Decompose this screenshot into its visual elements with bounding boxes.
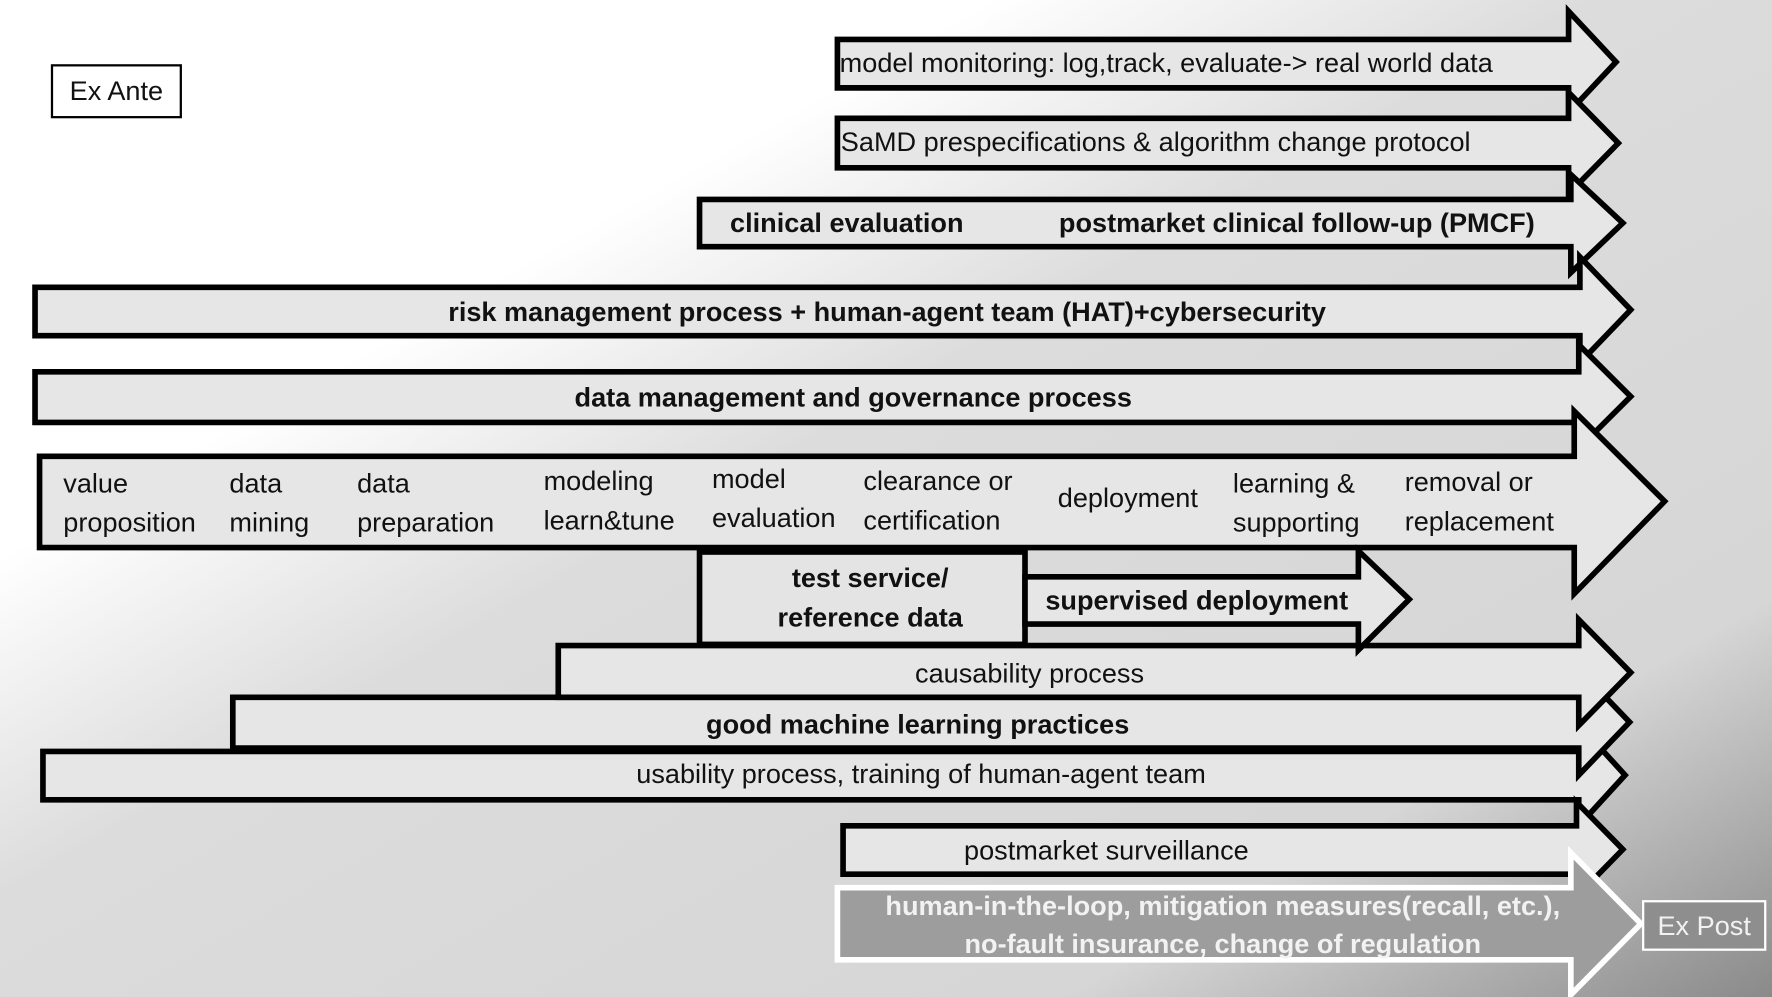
arrow-model-monitoring: model monitoring: log,track, evaluate-> …: [834, 4, 1620, 120]
svg-text:evaluation: evaluation: [712, 502, 836, 533]
phase-data-mining: data mining: [229, 467, 309, 537]
svg-text:model: model: [712, 463, 786, 494]
arrow-clinical-evaluation: clinical evaluation postmarket clinical …: [696, 168, 1627, 280]
svg-text:clinical evaluation: clinical evaluation: [730, 207, 963, 238]
svg-text:usability process, training of: usability process, training of human-age…: [636, 758, 1206, 789]
box-test-service: test service/ reference data: [696, 549, 1028, 648]
svg-text:Ex Post: Ex Post: [1657, 910, 1751, 941]
svg-text:causability process: causability process: [915, 658, 1144, 689]
svg-text:data: data: [229, 467, 283, 498]
svg-text:postmarket surveillance: postmarket surveillance: [964, 835, 1249, 866]
phase-learning-supporting: learning & supporting: [1233, 467, 1360, 537]
phase-data-preparation: data preparation: [357, 467, 494, 537]
phase-clearance-certification: clearance or certification: [863, 465, 1012, 535]
arrow-risk-management: risk management process + human-agent te…: [32, 249, 1635, 370]
svg-text:good machine learning practice: good machine learning practices: [706, 708, 1129, 739]
svg-text:certification: certification: [863, 505, 1000, 536]
svg-text:modeling: modeling: [544, 465, 654, 496]
svg-text:learning &: learning &: [1233, 467, 1355, 498]
ex-ante-label: Ex Ante: [50, 64, 182, 119]
svg-text:postmarket clinical follow-up: postmarket clinical follow-up (PMCF): [1059, 207, 1535, 238]
svg-text:learn&tune: learn&tune: [544, 505, 675, 536]
phase-model-evaluation: model evaluation: [712, 463, 836, 533]
arrow-samd-prespecifications: SaMD prespecifications & algorithm chang…: [834, 85, 1623, 201]
arrow-lifecycle-phases: value proposition data mining data prepa…: [36, 404, 1669, 601]
arrow-supervised-deployment: supervised deployment: [1022, 544, 1414, 657]
svg-text:deployment: deployment: [1058, 482, 1199, 513]
svg-text:mining: mining: [229, 507, 309, 538]
svg-text:SaMD prespecifications & algo: SaMD prespecifications & algorithm chang…: [841, 126, 1471, 157]
svg-text:proposition: proposition: [63, 507, 196, 538]
svg-text:human-in-the-loop, mitigation: human-in-the-loop, mitigation measures(r…: [885, 890, 1560, 921]
svg-text:clearance or: clearance or: [863, 465, 1012, 496]
svg-text:test service/: test service/: [792, 562, 949, 593]
svg-text:reference data: reference data: [778, 601, 964, 632]
svg-text:supporting: supporting: [1233, 507, 1360, 538]
arrow-data-management: data management and governance process: [32, 337, 1635, 456]
svg-text:no-fault insurance, change of: no-fault insurance, change of regulation: [964, 928, 1481, 959]
svg-text:supervised deployment: supervised deployment: [1045, 585, 1348, 616]
phase-value-proposition: value proposition: [63, 467, 196, 537]
phase-deployment: deployment: [1058, 482, 1199, 513]
svg-text:preparation: preparation: [357, 507, 494, 538]
ex-post-label: Ex Post: [1642, 900, 1767, 951]
svg-text:Ex Ante: Ex Ante: [70, 75, 163, 106]
svg-text:replacement: replacement: [1405, 506, 1555, 537]
phase-removal-replacement: removal or replacement: [1405, 466, 1555, 536]
svg-text:data: data: [357, 467, 411, 498]
svg-text:model monitoring: log,track, e: model monitoring: log,track, evaluate-> …: [840, 47, 1494, 78]
svg-text:removal or: removal or: [1405, 466, 1533, 497]
svg-text:risk management process + huma: risk management process + human-agent te…: [448, 296, 1326, 327]
arrow-postmarket-surveillance: postmarket surveillance: [840, 795, 1627, 904]
svg-text:value: value: [63, 467, 128, 498]
phase-modeling: modeling learn&tune: [544, 465, 675, 535]
svg-text:data management and governance: data management and governance process: [575, 382, 1132, 413]
arrow-mitigation-measures: human-in-the-loop, mitigation measures(r…: [834, 845, 1645, 997]
